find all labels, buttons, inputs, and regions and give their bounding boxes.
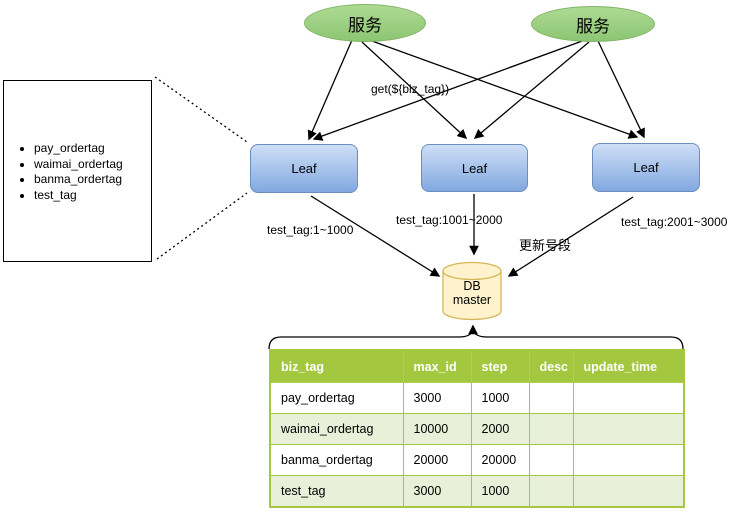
column-header-update-time: update_time — [572, 349, 685, 383]
column-header-max-id: max_id — [402, 349, 472, 383]
db-cylinder — [442, 261, 502, 321]
column-header-biz-tag: biz_tag — [269, 349, 404, 383]
table-brace — [268, 327, 684, 350]
db-cylinder-top — [442, 261, 502, 281]
table-row: pay_ordertag 3000 1000 — [269, 382, 685, 414]
biz-tag-list-item: test_tag — [34, 188, 151, 204]
cell-update-time — [572, 382, 685, 414]
service-node-2-label: 服务 — [576, 16, 610, 36]
biz-tag-list-item: waimai_ordertag — [34, 157, 151, 173]
leaf-node-2-label: Leaf — [461, 160, 488, 176]
cell-desc — [528, 413, 574, 445]
db-master-label: DB master — [442, 279, 502, 307]
table-row: waimai_ordertag 10000 2000 — [269, 413, 685, 445]
leaf-node-1-label: Leaf — [291, 161, 317, 176]
edge-label-update-segment: 更新号段 — [519, 238, 572, 253]
table-row: banma_ordertag 20000 20000 — [269, 444, 685, 476]
leaf-node-1: Leaf — [250, 144, 358, 193]
cell-step: 1000 — [470, 475, 530, 508]
biz-tag-callout-box: pay_ordertag waimai_ordertag banma_order… — [3, 80, 152, 262]
cell-biz-tag: waimai_ordertag — [269, 413, 404, 445]
cell-step: 20000 — [470, 444, 530, 476]
leaf-node-3-label: Leaf — [633, 160, 659, 175]
edge-label-get-biz-tag: get(${biz_tag}) — [371, 82, 450, 96]
callout-dotted-line-top — [154, 76, 248, 143]
cell-update-time — [572, 444, 685, 476]
cell-biz-tag: test_tag — [269, 475, 404, 508]
arrow-service2-leaf3 — [597, 40, 645, 139]
db-cylinder-body — [442, 271, 502, 321]
arrow-service1-leaf2 — [361, 41, 468, 139]
service-node-1-label: 服务 — [348, 15, 382, 35]
arrow-service1-leaf3 — [371, 40, 639, 139]
db-label-line2: master — [452, 293, 492, 307]
leaf-node-3: Leaf — [592, 143, 700, 192]
cell-step: 1000 — [470, 382, 530, 414]
cell-max-id: 20000 — [402, 444, 472, 476]
biz-tag-list-item: pay_ordertag — [34, 141, 151, 157]
cell-update-time — [572, 475, 685, 508]
edge-label-segment-2: test_tag:1001~2000 — [396, 213, 503, 227]
biz-tag-list: pay_ordertag waimai_ordertag banma_order… — [10, 141, 151, 203]
cell-max-id: 10000 — [402, 413, 472, 445]
leaf-node-2: Leaf — [421, 144, 528, 192]
cell-desc — [528, 475, 574, 508]
table-row: test_tag 3000 1000 — [269, 475, 685, 508]
cell-max-id: 3000 — [402, 382, 472, 414]
cell-update-time — [572, 413, 685, 445]
cell-biz-tag: pay_ordertag — [269, 382, 404, 414]
arrow-service1-leaf1 — [307, 39, 353, 141]
arrow-service2-leaf2 — [473, 41, 590, 139]
service-node-2: 服务 — [531, 6, 655, 42]
edge-label-segment-3: test_tag:2001~3000 — [621, 215, 728, 229]
callout-dotted-line-bottom — [156, 192, 248, 260]
segment-table: biz_tag max_id step desc update_time pay… — [269, 349, 685, 508]
arrow-leaf3-db — [507, 196, 634, 277]
db-label-line1: DB — [463, 279, 481, 293]
cell-max-id: 3000 — [402, 475, 472, 508]
biz-tag-list-item: banma_ordertag — [34, 172, 151, 188]
cell-biz-tag: banma_ordertag — [269, 444, 404, 476]
arrow-leaf1-db — [310, 195, 441, 277]
arrow-service2-leaf1 — [312, 39, 586, 141]
column-header-desc: desc — [528, 349, 574, 383]
cell-step: 2000 — [470, 413, 530, 445]
edge-label-segment-1: test_tag:1~1000 — [267, 223, 354, 237]
table-header-row: biz_tag max_id step desc update_time — [269, 349, 685, 383]
column-header-step: step — [470, 349, 530, 383]
service-node-1: 服务 — [304, 4, 426, 42]
cell-desc — [528, 444, 574, 476]
cell-desc — [528, 382, 574, 414]
